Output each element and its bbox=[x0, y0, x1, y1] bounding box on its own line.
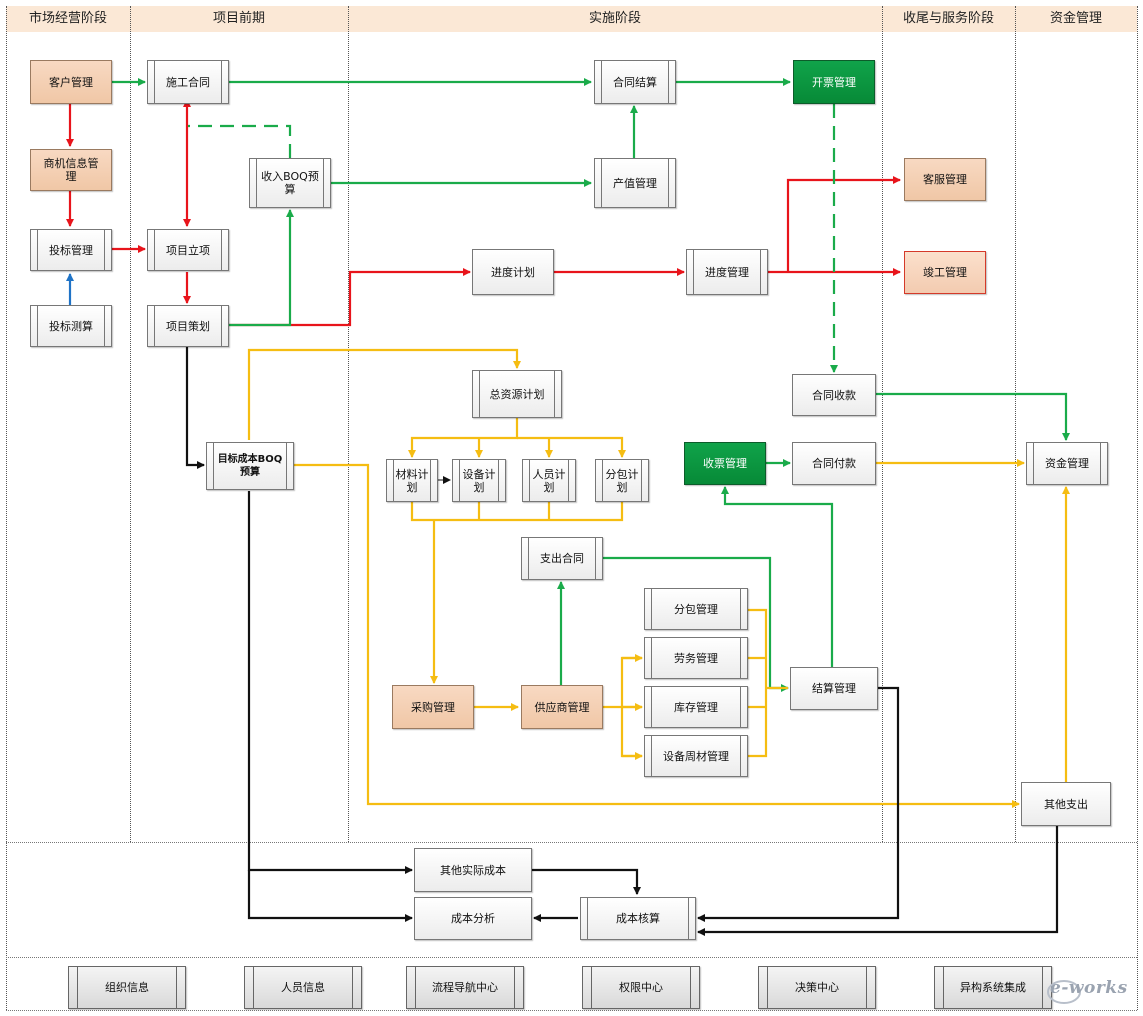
phase-impl: 实施阶段 bbox=[588, 11, 641, 26]
flow-plan-boq bbox=[229, 209, 294, 327]
logo-text: e-works bbox=[1050, 978, 1128, 998]
node-project-plan[interactable]: 项目策划 bbox=[147, 305, 229, 347]
flow-mgmt-service bbox=[786, 176, 901, 272]
phase-pre: 项目前期 bbox=[212, 11, 265, 26]
node-fund-mgmt[interactable]: 资金管理 bbox=[1026, 442, 1108, 485]
flow-boq-contract-dashed bbox=[188, 124, 292, 158]
section-divider bbox=[6, 957, 1137, 958]
node-contract-receipt[interactable]: 合同收款 bbox=[792, 374, 876, 416]
lane-divider bbox=[882, 6, 883, 842]
node-supplier[interactable]: 供应商管理 bbox=[521, 685, 603, 729]
flow-other-accounting bbox=[697, 826, 1059, 936]
node-progress-mgmt[interactable]: 进度管理 bbox=[686, 249, 768, 295]
node-other-cost[interactable]: 其他实际成本 bbox=[414, 848, 532, 892]
footer-decision[interactable]: 决策中心 bbox=[758, 966, 876, 1009]
node-contract[interactable]: 施工合同 bbox=[147, 60, 229, 104]
node-settlement[interactable]: 合同结算 bbox=[594, 60, 676, 104]
footer-org[interactable]: 组织信息 bbox=[68, 966, 186, 1009]
node-receipt-ticket[interactable]: 收票管理 bbox=[684, 442, 766, 485]
logo-swoosh-icon bbox=[1047, 980, 1081, 1004]
node-bid-estimate[interactable]: 投标测算 bbox=[30, 305, 112, 347]
node-income-boq[interactable]: 收入BOQ预算 bbox=[249, 158, 331, 208]
section-divider bbox=[6, 842, 1137, 843]
footer-process-nav[interactable]: 流程导航中心 bbox=[406, 966, 524, 1009]
footer-staff[interactable]: 人员信息 bbox=[244, 966, 362, 1009]
node-invoice[interactable]: 开票管理 bbox=[793, 60, 875, 104]
node-equipment-plan[interactable]: 设备计划 bbox=[452, 459, 506, 502]
lane-divider bbox=[1137, 6, 1138, 1010]
node-completion[interactable]: 竣工管理 bbox=[904, 251, 986, 294]
node-expense-contract[interactable]: 支出合同 bbox=[521, 537, 603, 580]
node-opportunity[interactable]: 商机信息管理 bbox=[30, 149, 112, 191]
node-customer-service[interactable]: 客服管理 bbox=[904, 158, 986, 201]
flow-acct-accounting bbox=[697, 686, 900, 922]
footer-integration[interactable]: 异构系统集成 bbox=[934, 966, 1052, 1009]
node-output-value[interactable]: 产值管理 bbox=[594, 158, 676, 208]
node-customer[interactable]: 客户管理 bbox=[30, 60, 112, 104]
phase-header-band bbox=[6, 6, 1137, 32]
node-acct-settlement[interactable]: 结算管理 bbox=[790, 667, 878, 710]
lane-divider bbox=[348, 6, 349, 842]
flow-plan-target bbox=[185, 347, 205, 469]
flow-target-total bbox=[247, 348, 521, 440]
lane-divider bbox=[6, 6, 7, 1010]
flow-plans-merge bbox=[410, 502, 624, 522]
node-progress-plan[interactable]: 进度计划 bbox=[472, 249, 554, 295]
node-other-expense[interactable]: 其他支出 bbox=[1021, 782, 1111, 826]
flow-receipt-fund bbox=[876, 392, 1070, 441]
node-inventory[interactable]: 库存管理 bbox=[644, 686, 748, 728]
node-cost-analysis[interactable]: 成本分析 bbox=[414, 897, 532, 940]
flow-total-branch bbox=[408, 418, 519, 458]
flow-acct-ticket bbox=[721, 486, 834, 667]
node-total-resource[interactable]: 总资源计划 bbox=[472, 370, 562, 418]
eworks-logo: e-works bbox=[1046, 976, 1136, 1006]
flow-branch-sub bbox=[517, 436, 626, 458]
phase-fund: 资金管理 bbox=[1049, 11, 1102, 26]
node-sub-plan[interactable]: 分包计划 bbox=[595, 459, 649, 502]
node-bid[interactable]: 投标管理 bbox=[30, 229, 112, 271]
node-project-setup[interactable]: 项目立项 bbox=[147, 229, 229, 271]
flow-target-analysis bbox=[247, 870, 413, 922]
flow-subs-merge bbox=[748, 608, 788, 758]
phase-market: 市场经营阶段 bbox=[28, 11, 107, 26]
lane-divider bbox=[130, 6, 131, 842]
node-purchase[interactable]: 采购管理 bbox=[392, 685, 474, 729]
section-divider bbox=[6, 1010, 1137, 1011]
node-equipment-mgmt[interactable]: 设备周材管理 bbox=[644, 735, 748, 777]
footer-permission[interactable]: 权限中心 bbox=[582, 966, 700, 1009]
node-cost-accounting[interactable]: 成本核算 bbox=[580, 897, 696, 940]
node-material-plan[interactable]: 材料计划 bbox=[386, 459, 438, 502]
lane-divider bbox=[1015, 6, 1016, 842]
flow-target-other bbox=[294, 463, 1020, 808]
node-labor[interactable]: 劳务管理 bbox=[644, 637, 748, 679]
node-staff-plan[interactable]: 人员计划 bbox=[522, 459, 576, 502]
node-subcontract[interactable]: 分包管理 bbox=[644, 588, 748, 630]
node-target-cost[interactable]: 目标成本BOQ预算 bbox=[206, 442, 294, 490]
flow-othercost-accounting bbox=[532, 868, 641, 895]
phase-close: 收尾与服务阶段 bbox=[902, 11, 994, 26]
node-contract-payment[interactable]: 合同付款 bbox=[792, 442, 876, 485]
